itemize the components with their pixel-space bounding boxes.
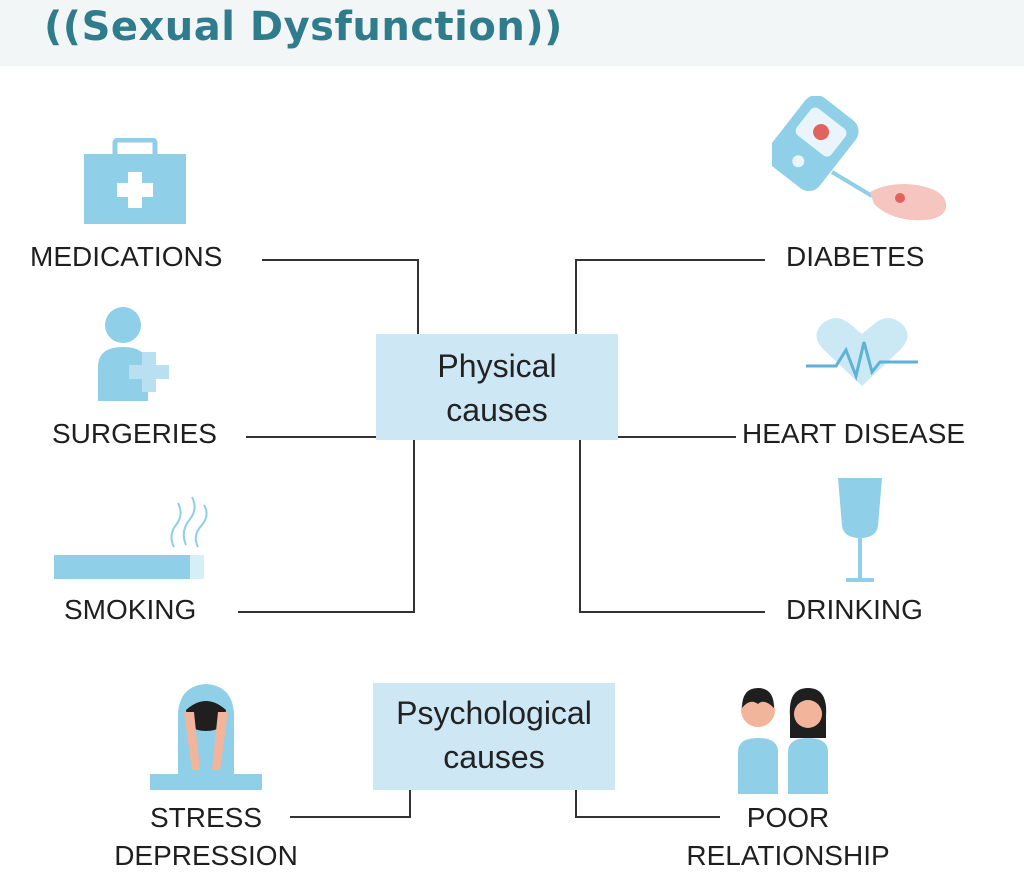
stressed-person-icon bbox=[150, 684, 262, 790]
connector-diabetes bbox=[575, 259, 765, 334]
label-surgeries: SURGERIES bbox=[52, 418, 217, 449]
heart-pulse-icon bbox=[806, 318, 918, 386]
connector-relationship bbox=[575, 790, 720, 818]
connector-medications bbox=[262, 259, 419, 334]
cigarette-icon bbox=[54, 496, 208, 579]
physical-box-line1: Physical bbox=[437, 348, 557, 384]
glucose-meter-icon bbox=[772, 96, 947, 221]
physical-box-line2: causes bbox=[446, 392, 548, 428]
label-drinking: DRINKING bbox=[786, 594, 923, 625]
page-title: ((Sexual Dysfunction)) bbox=[44, 4, 563, 50]
person-plus-icon bbox=[98, 307, 169, 401]
wine-glass-icon bbox=[838, 478, 882, 582]
label-poor: POOR bbox=[746, 802, 830, 833]
medical-kit-icon bbox=[84, 138, 186, 224]
label-medications: MEDICATIONS bbox=[30, 241, 223, 272]
label-stress-depression: STRESS DEPRESSION bbox=[100, 799, 312, 875]
connector-smoking bbox=[238, 440, 415, 613]
title-banner: ((Sexual Dysfunction)) bbox=[0, 0, 1024, 66]
physical-causes-box: Physical causes bbox=[376, 334, 618, 440]
label-smoking: SMOKING bbox=[64, 594, 197, 625]
label-relationship: RELATIONSHIP bbox=[686, 840, 890, 871]
connector-drinking bbox=[579, 440, 765, 613]
label-poor-relationship: POOR RELATIONSHIP bbox=[668, 799, 908, 875]
connector-stress bbox=[290, 790, 411, 818]
psychological-box-line2: causes bbox=[443, 739, 545, 775]
label-heart-disease: HEART DISEASE bbox=[742, 418, 966, 449]
psychological-causes-box: Psychological causes bbox=[373, 683, 615, 790]
label-depression: DEPRESSION bbox=[114, 840, 298, 871]
label-diabetes: DIABETES bbox=[786, 241, 925, 272]
psychological-box-line1: Psychological bbox=[396, 695, 592, 731]
couple-icon bbox=[738, 688, 828, 794]
label-stress: STRESS bbox=[149, 802, 263, 833]
